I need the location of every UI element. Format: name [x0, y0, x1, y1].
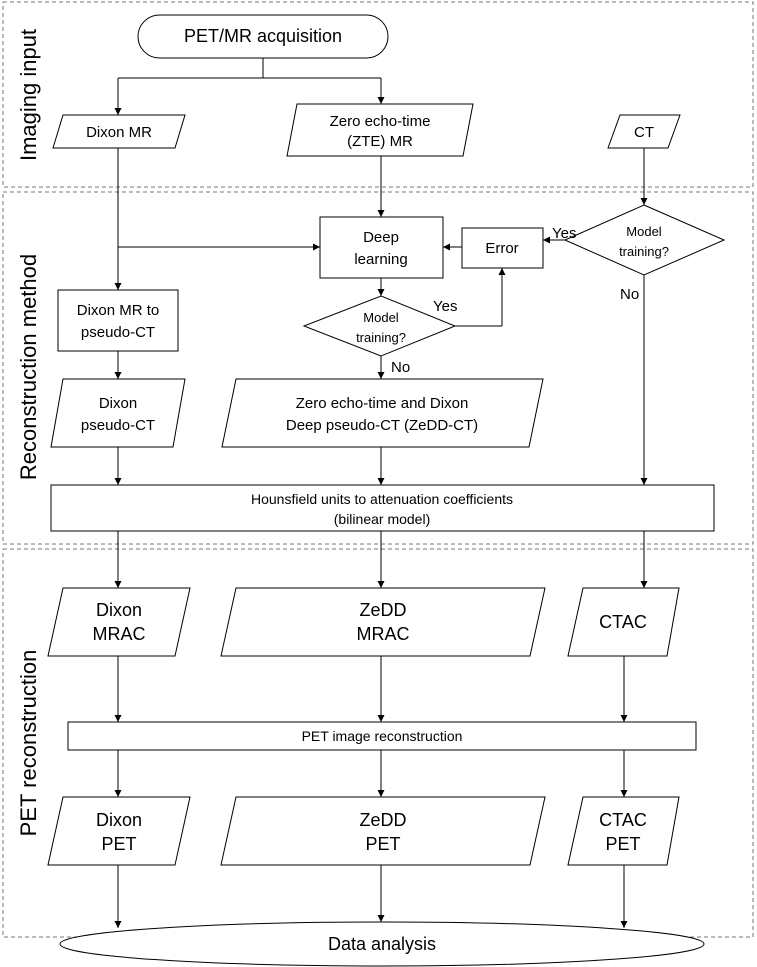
- edge-label-no-dl: No: [391, 359, 410, 376]
- hu-line2: (bilinear model): [334, 511, 430, 527]
- node-hu-to-attenuation: Hounsfield units to attenuation coeffici…: [50, 484, 715, 532]
- node-dixon-pseudo-ct: Dixon pseudo-CT: [50, 378, 186, 448]
- dixon-pct-line1: Dixon: [99, 395, 137, 412]
- reconstruction-method-label: Reconstruction method: [16, 254, 41, 480]
- node-zedd-pet: ZeDD PET: [220, 796, 546, 866]
- node-ct: CT: [607, 114, 681, 149]
- model-training-ct-line1: Model: [626, 224, 662, 239]
- acquisition-label: PET/MR acquisition: [184, 26, 342, 46]
- node-data-analysis: Data analysis: [59, 921, 705, 967]
- node-acquisition: PET/MR acquisition: [137, 14, 389, 59]
- panel-reconstruction-method: [2, 191, 754, 545]
- error-label: Error: [485, 240, 518, 257]
- node-deep-learning: Deep learning: [319, 216, 444, 279]
- node-zedd-ct: Zero echo-time and Dixon Deep pseudo-CT …: [221, 378, 544, 448]
- deep-learning-line2: learning: [354, 251, 407, 268]
- ct-label: CT: [634, 124, 654, 141]
- panel-imaging-input: [2, 1, 754, 188]
- model-training-dl-line2: training?: [356, 330, 406, 345]
- dixon-pct-line2: pseudo-CT: [81, 417, 155, 434]
- node-zte-mr: Zero echo-time (ZTE) MR: [286, 103, 474, 157]
- edge-label-no-ct: No: [620, 286, 639, 303]
- dixon-pet-line2: PET: [101, 834, 136, 854]
- data-analysis-label: Data analysis: [328, 934, 436, 954]
- zedd-mrac-line1: ZeDD: [359, 600, 406, 620]
- deep-learning-line1: Deep: [363, 229, 399, 246]
- zedd-pet-line1: ZeDD: [359, 810, 406, 830]
- pet-recon-label: PET image reconstruction: [302, 728, 463, 744]
- dixon-pet-line1: Dixon: [96, 810, 142, 830]
- node-ctac: CTAC: [567, 587, 680, 657]
- node-pet-image-reconstruction: PET image reconstruction: [67, 721, 697, 751]
- hu-line1: Hounsfield units to attenuation coeffici…: [251, 491, 513, 507]
- node-error: Error: [461, 227, 544, 269]
- dixon-mrac-line2: MRAC: [93, 624, 146, 644]
- dixon-mr-label: Dixon MR: [86, 124, 152, 141]
- node-dixon-mrac: Dixon MRAC: [47, 587, 191, 657]
- ctac-pet-line1: CTAC: [599, 810, 647, 830]
- zte-mr-line1: Zero echo-time: [330, 113, 431, 130]
- node-model-training-ct: Model training?: [563, 204, 726, 276]
- dixon-mrac-line1: Dixon: [96, 600, 142, 620]
- dixon-to-pct-line2: pseudo-CT: [81, 324, 155, 341]
- zedd-ct-line1: Zero echo-time and Dixon: [296, 395, 469, 412]
- zedd-pet-line2: PET: [365, 834, 400, 854]
- node-dixon-mr: Dixon MR: [52, 114, 186, 149]
- edge-label-yes-ct: Yes: [552, 225, 576, 242]
- zedd-ct-line2: Deep pseudo-CT (ZeDD-CT): [286, 417, 478, 434]
- node-dixon-to-pseudo-ct: Dixon MR to pseudo-CT: [57, 289, 179, 352]
- node-ctac-pet: CTAC PET: [567, 796, 680, 866]
- model-training-ct-line2: training?: [619, 244, 669, 259]
- imaging-input-label: Imaging input: [16, 29, 41, 161]
- pet-reconstruction-label: PET reconstruction: [16, 650, 41, 837]
- node-dixon-pet: Dixon PET: [47, 796, 191, 866]
- ctac-label: CTAC: [599, 612, 647, 632]
- model-training-dl-line1: Model: [363, 310, 399, 325]
- edge-label-yes-dl: Yes: [433, 298, 457, 315]
- zedd-mrac-line2: MRAC: [357, 624, 410, 644]
- node-zedd-mrac: ZeDD MRAC: [220, 587, 546, 657]
- dixon-to-pct-line1: Dixon MR to: [77, 302, 160, 319]
- ctac-pet-line2: PET: [605, 834, 640, 854]
- zte-mr-line2: (ZTE) MR: [347, 133, 413, 150]
- node-model-training-dl: Model training?: [302, 295, 457, 357]
